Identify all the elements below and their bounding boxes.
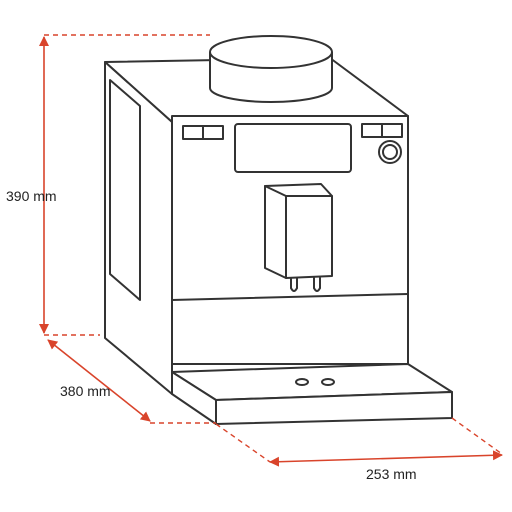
left-control-buttons xyxy=(182,125,224,140)
width-dimension: 253 mm xyxy=(215,417,503,482)
width-label: 253 mm xyxy=(366,466,417,482)
side-window xyxy=(109,79,141,301)
right-control-buttons xyxy=(361,123,403,138)
rotary-knob-icon xyxy=(378,140,402,164)
coffee-spout xyxy=(264,183,333,292)
depth-label: 380 mm xyxy=(60,383,111,399)
drip-tray xyxy=(171,363,453,425)
bean-container xyxy=(209,35,333,103)
height-dimension: 390 mm xyxy=(6,34,210,336)
display-screen xyxy=(234,123,352,173)
coffee-machine-illustration xyxy=(104,35,453,425)
depth-dimension: 380 mm xyxy=(47,339,216,424)
machine-left-side xyxy=(104,61,173,395)
height-label: 390 mm xyxy=(6,188,57,204)
